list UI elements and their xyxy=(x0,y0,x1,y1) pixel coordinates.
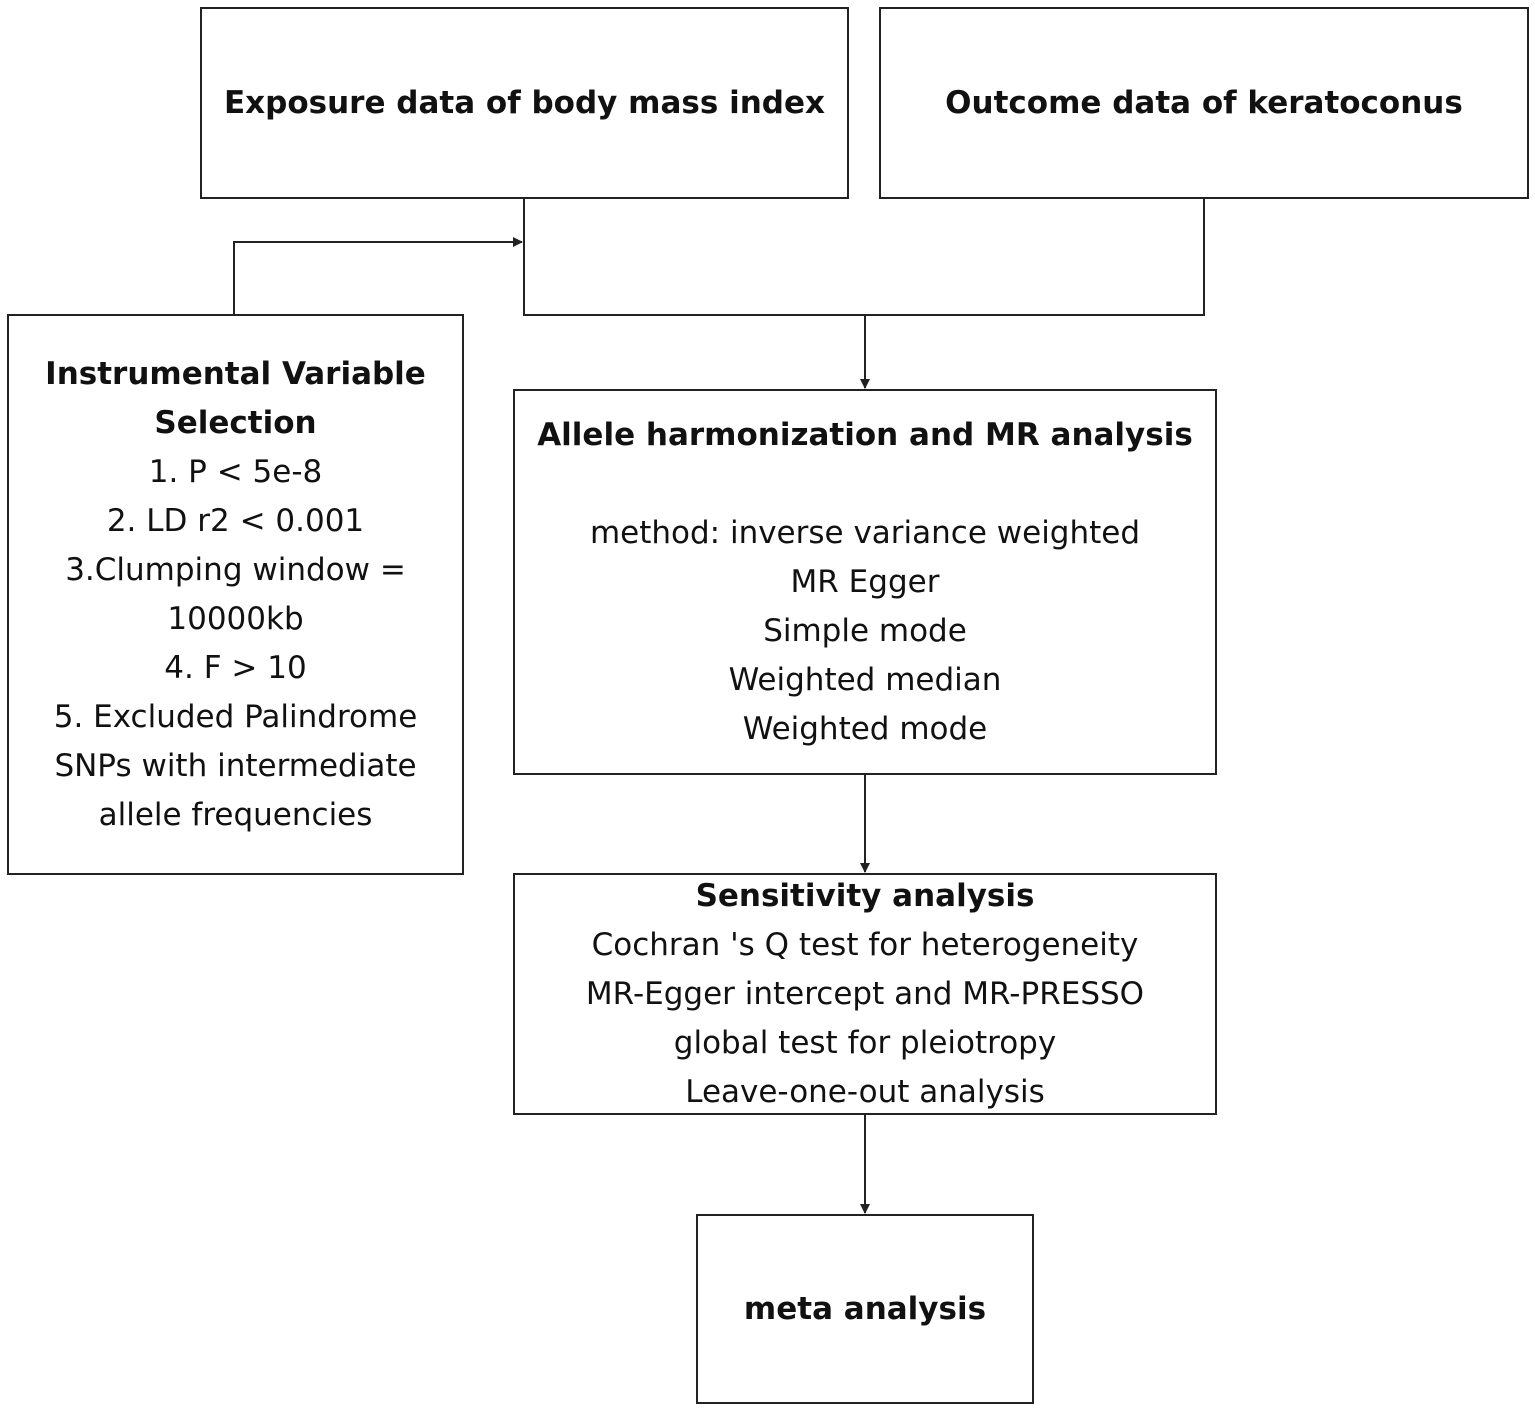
mr-method: Simple mode xyxy=(763,612,967,649)
iv-criterion: 2. LD r2 < 0.001 xyxy=(106,502,365,539)
meta-analysis-title: meta analysis xyxy=(743,1290,987,1327)
sensitivity-item: Leave-one-out analysis xyxy=(685,1073,1045,1110)
exposure-box: Exposure data of body mass index xyxy=(200,7,849,199)
iv-criterion: 10000kb xyxy=(167,600,304,637)
mr-analysis-box: Allele harmonization and MR analysis met… xyxy=(513,389,1217,775)
merge-connector xyxy=(523,198,1205,316)
outcome-title: Outcome data of keratoconus xyxy=(945,84,1463,121)
sensitivity-item: global test for pleiotropy xyxy=(673,1024,1057,1061)
sensitivity-box: Sensitivity analysis Cochran 's Q test f… xyxy=(513,873,1217,1115)
iv-criterion: allele frequencies xyxy=(98,796,373,833)
iv-selection-title-line: Instrumental Variable xyxy=(45,355,426,392)
iv-selection-title-line: Selection xyxy=(154,404,317,441)
mr-method: method: inverse variance weighted xyxy=(589,514,1141,551)
iv-criterion: 5. Excluded Palindrome xyxy=(53,698,418,735)
meta-analysis-box: meta analysis xyxy=(696,1214,1034,1404)
iv-selection-box: Instrumental Variable Selection 1. P < 5… xyxy=(7,314,464,875)
mr-method: Weighted median xyxy=(728,661,1002,698)
sensitivity-item: Cochran 's Q test for heterogeneity xyxy=(591,926,1139,963)
iv-criterion: 3.Clumping window = xyxy=(65,551,406,588)
mr-analysis-title: Allele harmonization and MR analysis xyxy=(537,416,1193,453)
iv-criterion: 4. F > 10 xyxy=(164,649,307,686)
iv-criterion: SNPs with intermediate xyxy=(54,747,417,784)
sensitivity-item: MR-Egger intercept and MR-PRESSO xyxy=(585,975,1145,1012)
outcome-box: Outcome data of keratoconus xyxy=(879,7,1529,199)
iv-to-exposure-arrow xyxy=(233,237,523,314)
mr-method: Weighted mode xyxy=(742,710,988,747)
sensitivity-title: Sensitivity analysis xyxy=(695,877,1035,914)
mr-method: MR Egger xyxy=(790,563,940,600)
exposure-title: Exposure data of body mass index xyxy=(223,84,825,121)
iv-criterion: 1. P < 5e-8 xyxy=(148,453,323,490)
